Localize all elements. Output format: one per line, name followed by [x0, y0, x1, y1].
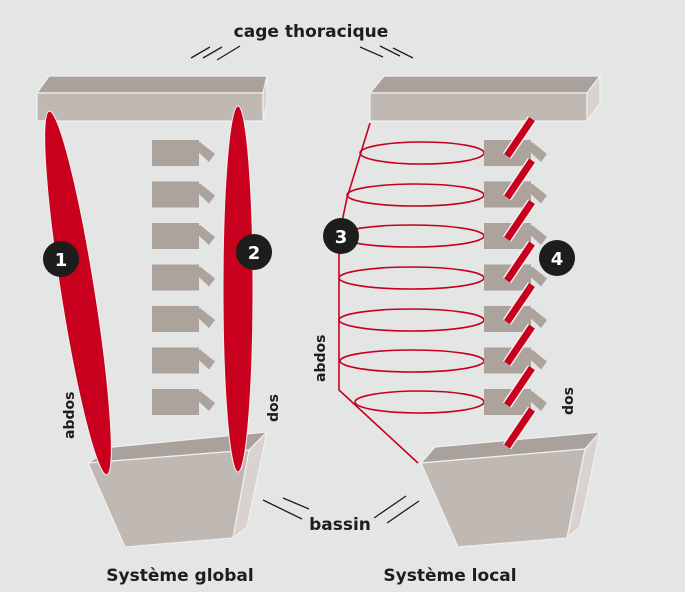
pelvis-block-local [419, 429, 602, 548]
back-label-local: dos [561, 387, 577, 415]
rib-cage-block-global [35, 75, 268, 122]
vertebrae-column-global [152, 140, 215, 415]
rib-cage-block-local [368, 74, 602, 123]
badge-3: 3 [323, 218, 359, 254]
global-system-title: Système global [106, 566, 253, 586]
badge-1: 1 [43, 241, 79, 277]
svg-text:1: 1 [55, 250, 68, 271]
rib-cage-label: cage thoracique [234, 22, 389, 42]
global-system: 1 2 abdos dos Système global [35, 75, 282, 586]
abs-label-global: abdos [62, 392, 78, 439]
vertebra [152, 181, 215, 208]
vertebra [152, 306, 215, 332]
badge-2: 2 [236, 234, 272, 270]
multifidus-segment [504, 200, 535, 241]
vertebra [152, 140, 215, 166]
multifidus-segment [504, 117, 535, 158]
svg-text:4: 4 [551, 249, 564, 270]
multifidus-segments [502, 116, 537, 450]
abdominal-ring [354, 390, 485, 414]
abdominal-ring [338, 308, 485, 332]
multifidus-segment [504, 366, 535, 407]
abdominal-rings [338, 141, 485, 414]
vertebra [152, 347, 215, 374]
svg-text:3: 3 [335, 227, 348, 248]
rib-cage-pointer-right [359, 45, 414, 59]
abdominal-ring [338, 266, 485, 290]
svg-text:2: 2 [248, 243, 261, 264]
rib-cage-pointer-left [190, 45, 241, 61]
badge-4: 4 [539, 240, 575, 276]
abdominal-ring [359, 141, 485, 165]
back-muscle-global [222, 105, 254, 473]
vertebra [152, 389, 215, 415]
abdominal-muscle-global [44, 110, 112, 476]
abdominal-ring [346, 183, 485, 207]
abs-label-local: abdos [313, 335, 329, 382]
local-system: 3 4 abdos dos Système local [313, 74, 602, 586]
pelvis-label: bassin [309, 515, 371, 535]
multifidus-segment [504, 283, 535, 324]
pelvis-pointer-right [373, 495, 420, 524]
multifidus-segment [504, 324, 535, 366]
multifidus-segment [504, 241, 535, 283]
vertebra [152, 264, 215, 291]
multifidus-segment [504, 407, 535, 449]
abdominal-ring [339, 349, 485, 373]
vertebra [484, 306, 547, 332]
multifidus-segment [504, 158, 535, 200]
back-label-global: dos [266, 394, 282, 422]
abdominal-ring [338, 224, 485, 248]
local-system-title: Système local [383, 566, 516, 586]
pelvis-pointer-left [262, 497, 310, 520]
vertebra [152, 223, 215, 249]
